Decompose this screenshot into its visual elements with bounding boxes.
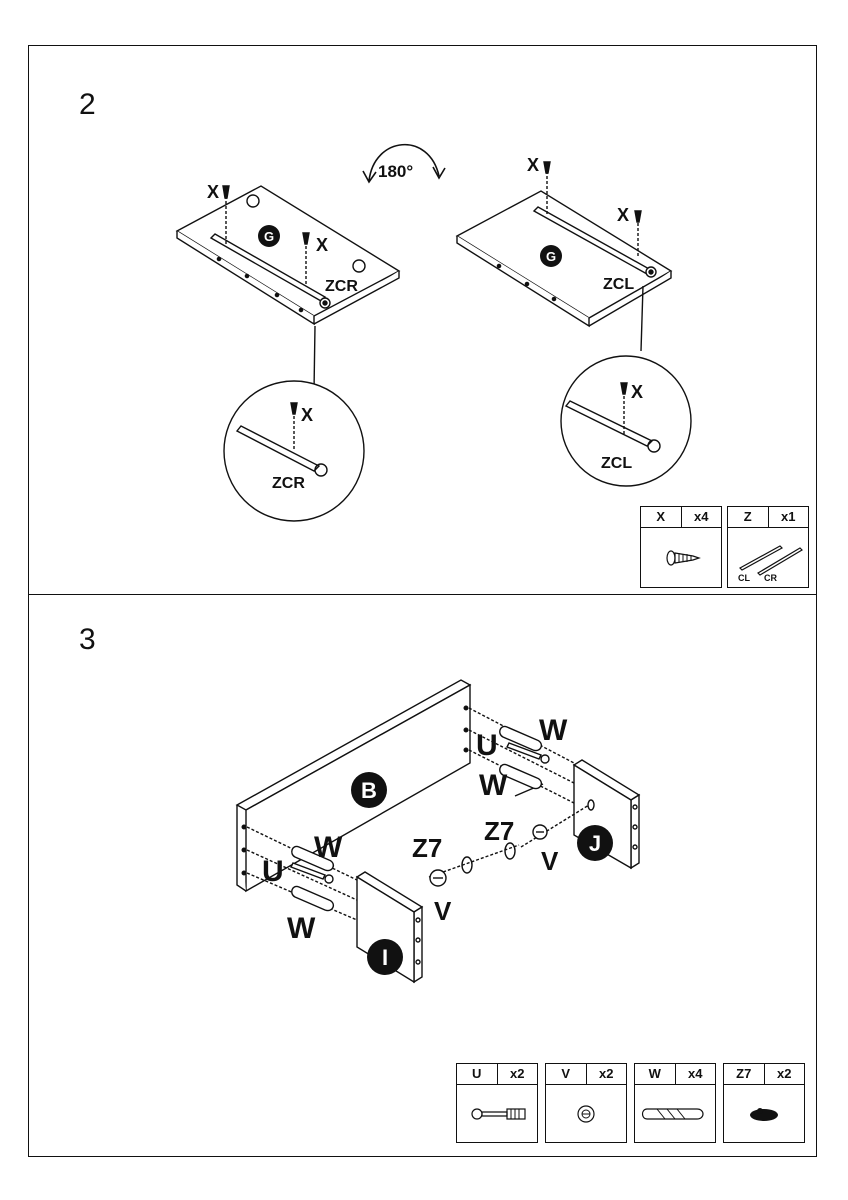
parts-box-z7: Z7 x2 — [723, 1063, 805, 1143]
part-qty: x4 — [680, 507, 722, 527]
step-number: 3 — [79, 623, 96, 656]
panel-g-label: G — [546, 249, 556, 264]
screw-label: X — [527, 155, 539, 175]
part-qty: x2 — [496, 1064, 538, 1084]
panel-b-badge — [351, 772, 387, 808]
step-2-illustration: 180° G X X ZCR — [175, 143, 692, 522]
slide-sub-label-cr: CR — [764, 573, 777, 583]
cam-bolt-icon — [290, 862, 334, 884]
panel-i-label: I — [382, 945, 388, 970]
slide-right-label: ZCR — [325, 278, 358, 295]
cam-lock-label: V — [541, 846, 559, 876]
panel-j-label: J — [589, 831, 601, 856]
panel-j-badge — [577, 825, 613, 861]
part-code: V — [561, 1066, 571, 1081]
part-code: X — [656, 509, 666, 524]
part-code: Z7 — [736, 1066, 752, 1081]
board-g-right — [455, 161, 673, 352]
part-code: Z — [743, 509, 752, 524]
panel-i-badge — [367, 939, 403, 975]
cap-label: Z7 — [484, 816, 514, 846]
detail-zoom-right-slide — [223, 380, 365, 522]
dowel-label: W — [479, 769, 508, 802]
screw-icon — [666, 550, 701, 566]
wood-dowel-icon — [641, 1108, 704, 1120]
slide-left-label: ZCL — [601, 455, 632, 472]
cover-cap-icon — [750, 1108, 778, 1121]
cam-bolt-icon — [471, 1108, 526, 1120]
panel-b-label: B — [361, 778, 377, 803]
cap-label: Z7 — [412, 833, 442, 863]
screw-label: X — [301, 405, 313, 425]
slide-right-label: ZCR — [272, 475, 305, 492]
cam-bolt-icon — [506, 742, 550, 764]
parts-box-u: U x2 — [456, 1063, 538, 1143]
parts-box-x: X x4 — [640, 506, 722, 588]
part-code: U — [472, 1066, 482, 1081]
parts-box-w: W x4 — [634, 1063, 716, 1143]
dowel-label: W — [539, 714, 568, 747]
wood-dowel-icon — [499, 725, 544, 797]
cover-cap-icon — [461, 842, 516, 874]
rotation-label: 180° — [378, 162, 413, 181]
part-code: W — [648, 1066, 661, 1081]
screw-label: X — [631, 382, 643, 402]
screw-label: X — [617, 205, 629, 225]
rotate-arrow-icon — [362, 143, 446, 184]
bolt-label: U — [262, 855, 284, 888]
part-qty: x4 — [674, 1064, 716, 1084]
part-qty: x1 — [767, 507, 809, 527]
step-number: 2 — [79, 88, 96, 121]
panel-g-label: G — [264, 229, 274, 244]
drawer-slide-icon — [739, 545, 803, 576]
cam-lock-icon — [429, 824, 548, 887]
part-qty: x2 — [585, 1064, 627, 1084]
step-2-panel: 2 180° — [28, 45, 817, 595]
step-3-illustration: B J I W U W Z7 V W U W Z7 V — [235, 679, 641, 984]
step-3-panel: 3 — [28, 594, 817, 1157]
dowel-label: W — [287, 912, 316, 945]
wood-dowel-icon — [291, 845, 335, 912]
cam-lock-label: V — [434, 896, 452, 926]
detail-zoom-left-slide — [560, 355, 692, 487]
board-g-left — [175, 185, 401, 392]
cam-lock-icon — [577, 1105, 595, 1123]
panel-g-badge — [258, 225, 280, 247]
dowel-label: W — [314, 831, 343, 864]
slide-sub-label-cl: CL — [738, 573, 750, 583]
parts-box-z: Z x1 CL CR — [727, 506, 809, 588]
part-qty: x2 — [763, 1064, 805, 1084]
parts-box-v: V x2 — [545, 1063, 627, 1143]
panel-g-badge — [540, 245, 562, 267]
screw-label: X — [316, 235, 328, 255]
slide-left-label: ZCL — [603, 276, 634, 293]
screw-label: X — [207, 182, 219, 202]
bolt-label: U — [476, 729, 498, 762]
